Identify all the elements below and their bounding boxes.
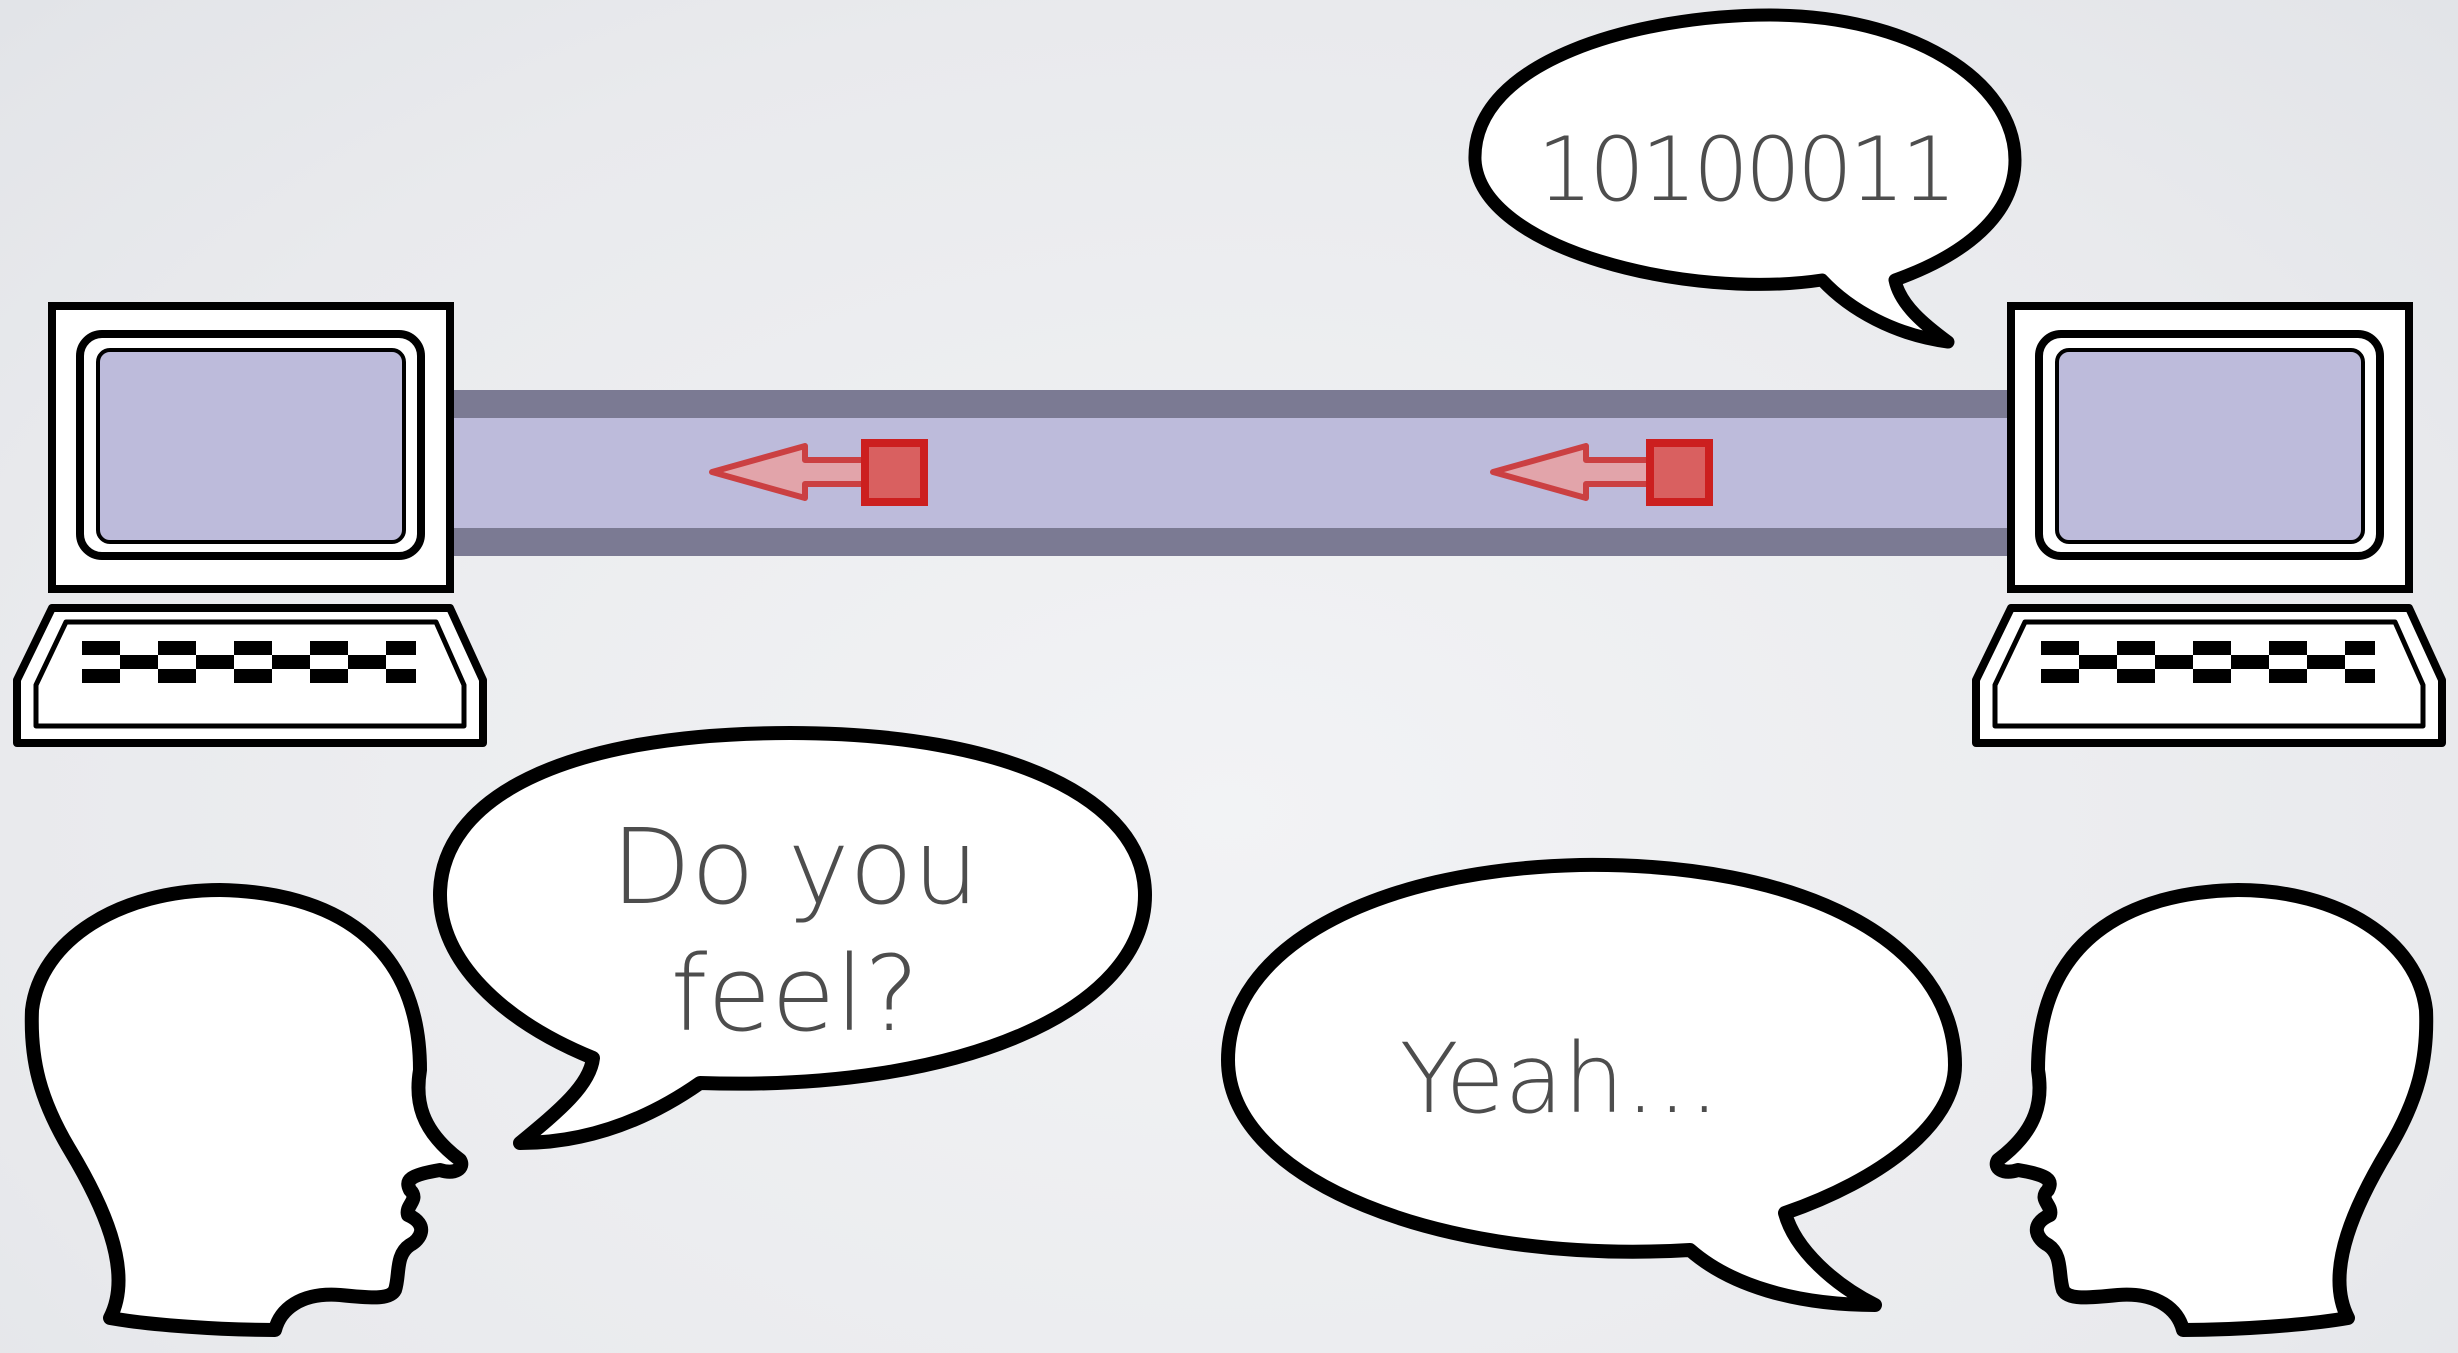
question-line-1: Do you (611, 806, 979, 928)
head-icon (24, 883, 469, 1337)
right-computer (1972, 302, 2446, 747)
question-line-2: feel? (671, 933, 920, 1055)
right-person (1989, 883, 2434, 1337)
head-icon (1989, 883, 2434, 1337)
computer-icon (13, 302, 487, 747)
answer-text: Yeah… (1400, 1023, 1721, 1135)
computer-speech-bubble: 10100011 (1468, 8, 2022, 349)
binary-text: 10100011 (1537, 118, 1953, 221)
channel-top-border (448, 390, 2013, 418)
channel-fill (448, 392, 2013, 552)
network-channel (448, 390, 2013, 556)
left-computer (13, 302, 487, 747)
packet-1 (709, 439, 928, 506)
packet-square (861, 439, 928, 506)
left-person (24, 883, 469, 1337)
answer-speech-bubble: Yeah… (1221, 857, 1962, 1312)
computer-icon (1972, 302, 2446, 747)
question-speech-bubble: Do you feel? (433, 726, 1152, 1150)
packet-2 (1490, 439, 1713, 506)
packet-square (1646, 439, 1713, 506)
channel-bottom-border (448, 528, 2013, 556)
